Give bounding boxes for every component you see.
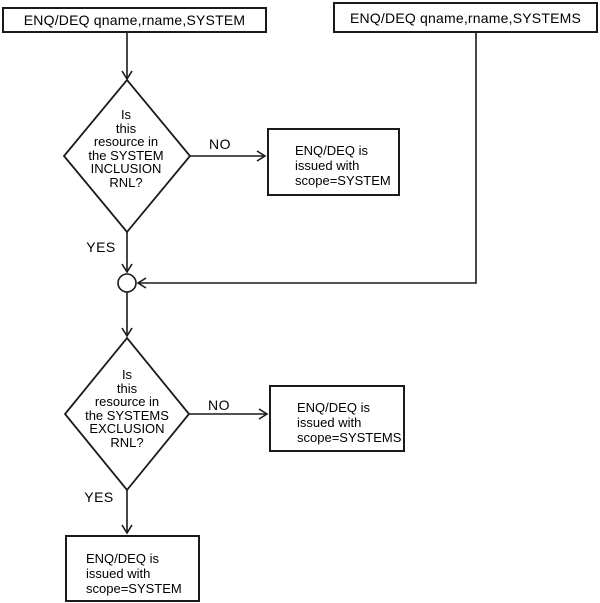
- arrow-decision2-yes-to-result3: [121, 490, 133, 535]
- arrow-decision1-yes-to-junction: [121, 232, 133, 274]
- junction-circle: [117, 273, 137, 293]
- decision2-label: Is this resource in the SYSTEMS EXCLUSIO…: [85, 367, 169, 450]
- arrow-junction-to-decision2: [121, 292, 133, 338]
- decision1-yes-label: YES: [86, 239, 116, 255]
- arrow-startleft-to-decision1: [121, 33, 133, 81]
- arrow-decision2-no-to-result2: [189, 408, 269, 420]
- decision1-label: Is this resource in the SYSTEM INCLUSION…: [88, 107, 164, 190]
- start-node-enq-deq-systems: ENQ/DEQ qname,rname,SYSTEMS: [333, 2, 598, 33]
- arrow-decision1-no-to-result1: [190, 150, 267, 162]
- decision1-no-label: NO: [209, 136, 231, 152]
- result-node-scope-system-no1: ENQ/DEQ is issued with scope=SYSTEM: [267, 128, 400, 196]
- result-node-scope-system-yes2: ENQ/DEQ is issued with scope=SYSTEM: [65, 535, 200, 602]
- start-node-enq-deq-system: ENQ/DEQ qname,rname,SYSTEM: [2, 7, 267, 33]
- decision2-yes-label: YES: [84, 489, 114, 505]
- arrow-startright-to-junction: [136, 33, 477, 289]
- decision2-no-label: NO: [208, 397, 230, 413]
- result-node-scope-systems-no2: ENQ/DEQ is issued with scope=SYSTEMS: [269, 385, 405, 452]
